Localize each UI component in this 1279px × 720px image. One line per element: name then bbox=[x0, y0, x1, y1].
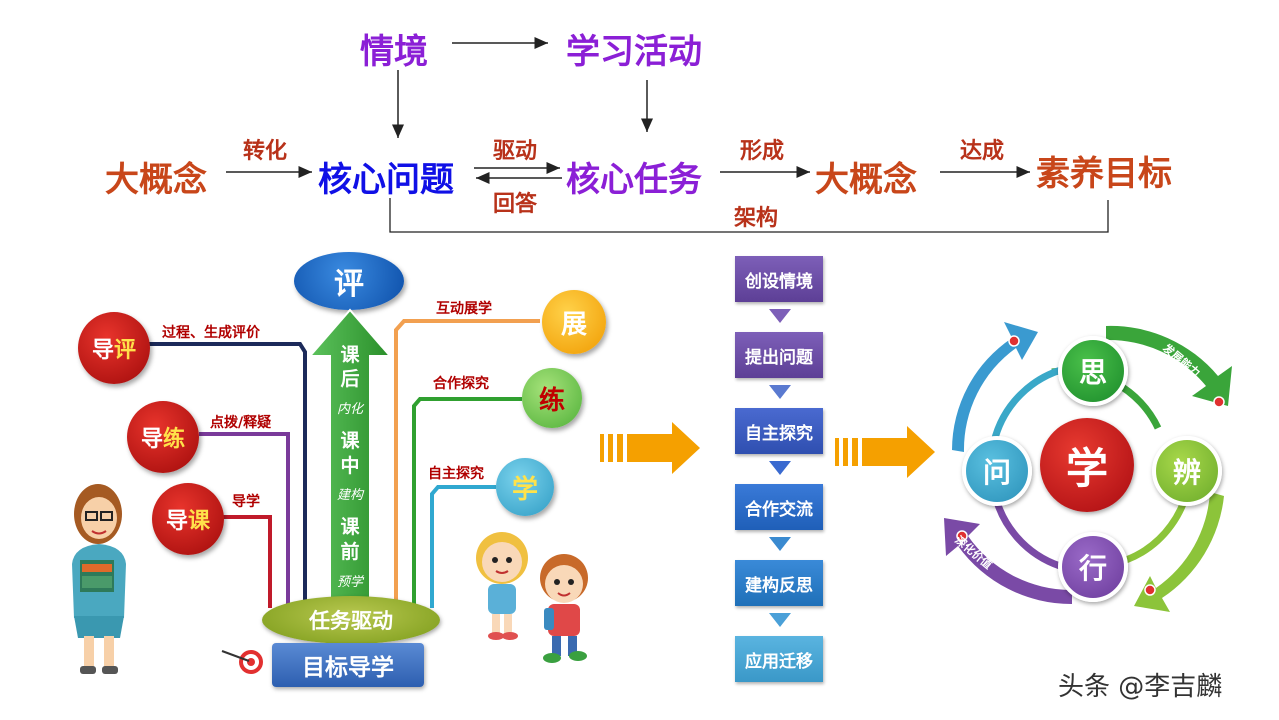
act-circle: 行 bbox=[1058, 532, 1128, 602]
learn-center-circle: 学 bbox=[1040, 418, 1134, 512]
learn-circle: 学 bbox=[496, 458, 554, 516]
step-cooperate-exchange: 合作交流 bbox=[735, 484, 823, 530]
big-concept-right: 大概念 bbox=[815, 160, 917, 200]
arrow-internalize: 内化 bbox=[336, 402, 364, 417]
arrow-in-2: 中 bbox=[340, 455, 360, 477]
framework-label: 架构 bbox=[734, 206, 779, 231]
goal-guided-box: 目标导学 bbox=[272, 643, 424, 687]
arrow-after-1: 课 bbox=[340, 344, 360, 366]
task-driven-ellipse: 任务驱动 bbox=[262, 596, 440, 644]
guide-eval-desc: 过程、生成评价 bbox=[162, 325, 260, 341]
step-down-arrow bbox=[769, 613, 791, 627]
guide-lesson-desc: 导学 bbox=[232, 494, 260, 510]
show-circle: 展 bbox=[542, 290, 606, 354]
distinguish-circle: 辨 bbox=[1152, 436, 1222, 506]
arrow-after-2: 后 bbox=[340, 368, 360, 390]
form-label: 形成 bbox=[740, 139, 785, 164]
drive-label: 驱动 bbox=[493, 139, 538, 164]
step-independent-explore: 自主探究 bbox=[735, 408, 823, 454]
core-task-label: 核心任务 bbox=[566, 160, 702, 200]
reach-label: 达成 bbox=[960, 139, 1005, 164]
guide-practice-desc: 点拨/释疑 bbox=[210, 415, 272, 431]
arrow-construct: 建构 bbox=[336, 488, 364, 503]
step-down-arrow bbox=[769, 537, 791, 551]
convert-label: 转化 bbox=[243, 139, 288, 164]
step-create-situation: 创设情境 bbox=[735, 256, 823, 302]
eval-ellipse: 评 bbox=[294, 252, 404, 310]
orange-arrow-1 bbox=[600, 422, 700, 474]
core-question-label: 核心问题 bbox=[318, 160, 454, 200]
show-desc: 互动展学 bbox=[436, 301, 492, 317]
eval-text: 评 bbox=[334, 267, 364, 302]
answer-label: 回答 bbox=[493, 192, 538, 217]
students-illustration bbox=[476, 532, 588, 663]
learning-activity-label: 学习活动 bbox=[566, 32, 702, 72]
arrow-in-1: 课 bbox=[340, 430, 360, 452]
big-concept-left: 大概念 bbox=[105, 160, 207, 200]
practice-desc: 合作探究 bbox=[433, 376, 489, 392]
arrow-before-1: 课 bbox=[340, 516, 360, 538]
arrow-before-2: 前 bbox=[340, 541, 360, 563]
situation-label: 情境 bbox=[360, 32, 428, 72]
watermark: 头条 @李吉麟 bbox=[1058, 672, 1223, 702]
think-circle: 思 bbox=[1058, 336, 1128, 406]
step-down-arrow bbox=[769, 385, 791, 399]
learn-desc: 自主探究 bbox=[428, 466, 484, 482]
target-icon bbox=[221, 650, 263, 674]
ask-circle: 问 bbox=[962, 436, 1032, 506]
orange-arrow-2 bbox=[835, 426, 935, 478]
teacher-illustration bbox=[72, 484, 126, 674]
step-raise-question: 提出问题 bbox=[735, 332, 823, 378]
step-down-arrow bbox=[769, 309, 791, 323]
step-down-arrow bbox=[769, 461, 791, 475]
guide-practice-circle: 导练 bbox=[127, 401, 199, 473]
practice-circle: 练 bbox=[522, 368, 582, 428]
guide-eval-circle: 导评 bbox=[78, 312, 150, 384]
literacy-goal-label: 素养目标 bbox=[1036, 154, 1172, 194]
guide-lesson-circle: 导课 bbox=[152, 483, 224, 555]
arrow-preview: 预学 bbox=[336, 575, 364, 590]
step-construct-reflect: 建构反思 bbox=[735, 560, 823, 606]
step-apply-transfer: 应用迁移 bbox=[735, 636, 823, 682]
